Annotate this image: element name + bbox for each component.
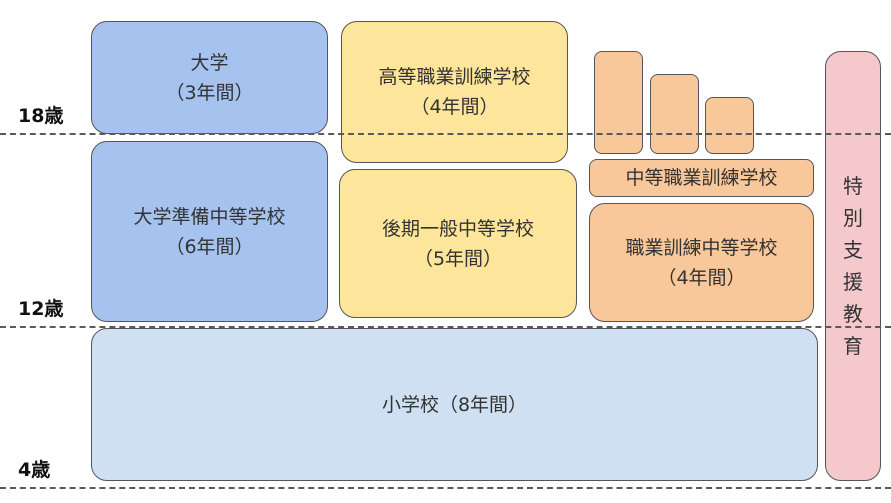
vocational-step-3 [705,97,754,154]
university-box: 大学 （3年間） [91,21,328,134]
elementary-name: 小学校（8年間） [381,393,528,416]
higher-vocational-name: 高等職業訓練学校 [378,66,531,88]
special-education-char-2: 別 [843,206,863,230]
general-secondary-years: （5年間） [413,247,503,270]
special-education-char-3: 支 [843,238,863,262]
university-years: （3年間） [165,81,254,104]
age-12-line [0,326,891,328]
special-education-char-1: 特 [843,174,863,198]
vocational-secondary-name: 職業訓練中等学校 [625,236,778,259]
university-prep-box: 大学準備中等学校 （6年間） [91,141,328,322]
vocational-step-2 [650,74,699,154]
special-education-char-4: 援 [843,270,863,294]
university-prep-years: （6年間） [165,235,254,258]
special-education-char-5: 教 [843,302,863,326]
university-prep-name: 大学準備中等学校 [133,205,286,228]
general-secondary-name: 後期一般中等学校 [381,217,534,240]
vocational-step-1 [594,51,643,154]
university-name: 大学 [190,51,229,74]
vocational-secondary-box: 職業訓練中等学校 （4年間） [589,203,814,322]
age-12-label: 12歳 [18,298,64,320]
age-4-line [0,487,891,489]
higher-vocational-box: 高等職業訓練学校 （4年間） [341,21,568,163]
age-18-line [0,133,891,135]
middle-vocational-box: 中等職業訓練学校 [589,159,814,197]
general-secondary-box: 後期一般中等学校 （5年間） [339,169,577,318]
age-4-label: 4歳 [18,459,51,481]
middle-vocational-name: 中等職業訓練学校 [625,167,778,189]
age-18-label: 18歳 [18,105,64,127]
vocational-secondary-years: （4年間） [657,266,746,289]
special-education-char-6: 育 [843,334,863,358]
higher-vocational-years: （4年間） [410,96,499,118]
special-education-box: 特 別 支 援 教 育 [825,51,881,481]
elementary-box: 小学校（8年間） [91,328,818,481]
